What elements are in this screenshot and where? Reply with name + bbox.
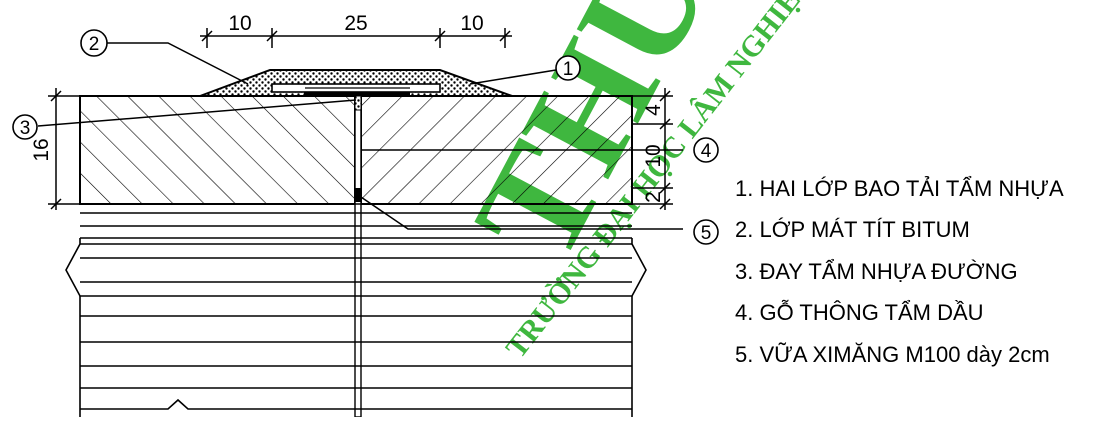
- left-slab: [79, 95, 356, 205]
- callout-1: 1: [555, 55, 581, 81]
- right-dimension: [632, 88, 673, 210]
- callout-4: 4: [693, 137, 719, 163]
- legend-item-3: 3. ĐAY TẨM NHỰA ĐƯỜNG: [735, 259, 1018, 284]
- callout-4-label: 4: [701, 141, 712, 162]
- left-dimension: [48, 88, 80, 210]
- legend-item-2: 2. LỚP MÁT TÍT BITUM: [735, 217, 970, 242]
- tarred-jute: [354, 95, 362, 111]
- legend-item-4: 4. GỖ THÔNG TẨM DẦU: [735, 299, 984, 325]
- joint: [354, 95, 362, 418]
- legend-item-5: 5. VỮA XIMĂNG M100 dày 2cm: [735, 342, 1050, 367]
- dim-right-top: 4: [642, 104, 665, 116]
- legend-item-1: 1. HAI LỚP BAO TẢI TẨM NHỰA: [735, 176, 1064, 201]
- legend: 1. HAI LỚP BAO TẢI TẨM NHỰA 2. LỚP MÁT T…: [735, 176, 1064, 367]
- leader-lines: [37, 42, 683, 230]
- base-layers: [65, 203, 647, 417]
- callout-1-label: 1: [563, 59, 574, 80]
- dim-right-middle: 10: [642, 144, 665, 167]
- dim-left-total: 16: [30, 138, 53, 161]
- mastic-hump: [199, 69, 513, 97]
- dim-top-right: 10: [460, 12, 483, 35]
- dim-top-left: 10: [228, 12, 251, 35]
- dim-right-bottom: 2: [642, 191, 665, 203]
- callout-5: 5: [693, 219, 719, 245]
- joint-gap: [354, 95, 362, 418]
- callout-5-label: 5: [701, 223, 712, 244]
- callout-2: 2: [80, 29, 108, 57]
- callout-3-label: 3: [20, 118, 31, 139]
- callout-2-label: 2: [89, 34, 100, 55]
- dim-top-middle: 25: [344, 12, 367, 35]
- sack-layer-dark: [304, 92, 410, 96]
- callout-3: 3: [12, 114, 38, 140]
- top-dimension: [200, 28, 512, 48]
